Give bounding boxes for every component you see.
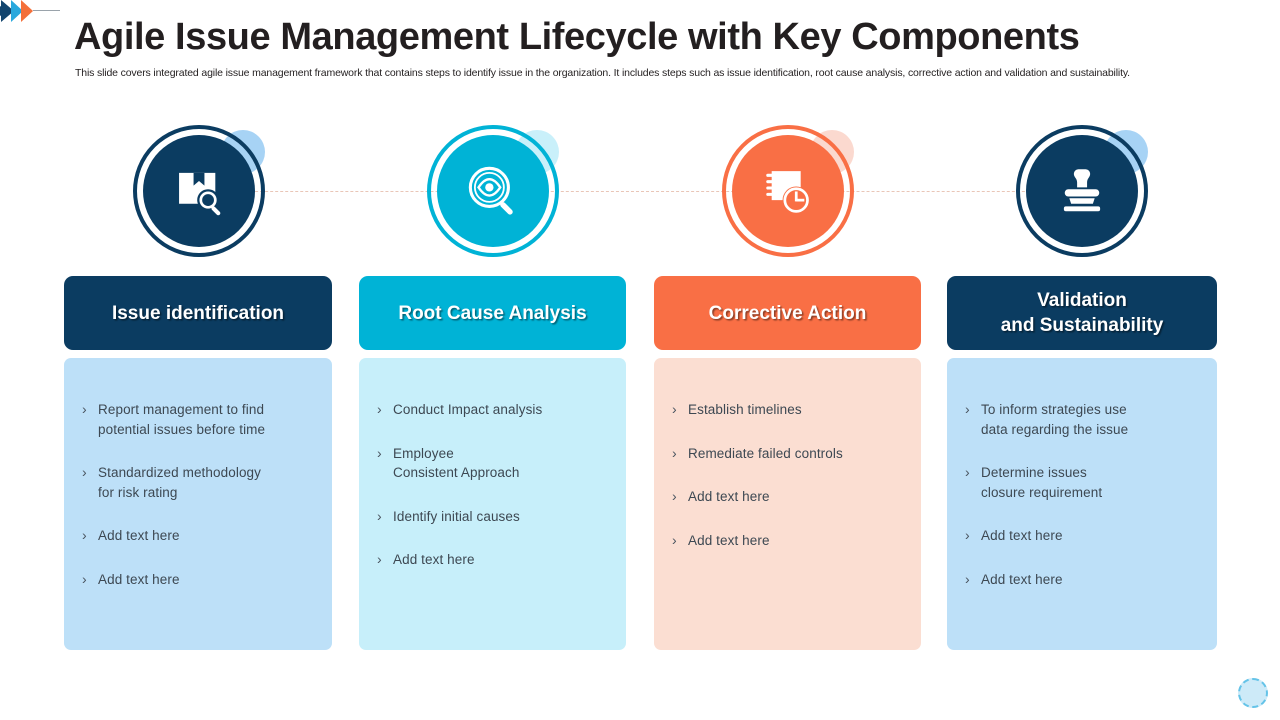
chevron-right-icon: › xyxy=(82,527,87,543)
badge-outer-ring xyxy=(427,125,559,257)
chevron-right-icon: › xyxy=(377,551,382,567)
chevron-right-icon: › xyxy=(672,488,677,504)
list-item-label: Add text here xyxy=(98,571,180,587)
list-item-label: Add text here xyxy=(981,528,1063,543)
corner-chevron-decoration xyxy=(0,0,60,22)
list-item-label: Remediate failed controls xyxy=(688,445,843,461)
chevron-right-icon: › xyxy=(377,401,382,417)
list-item[interactable]: › Establish timelines xyxy=(672,400,905,420)
rubber-stamp-icon xyxy=(1026,135,1138,247)
list-item-label: Establish timelines xyxy=(688,402,802,417)
page-title: Agile Issue Management Lifecycle with Ke… xyxy=(74,16,1080,58)
list-item[interactable]: › Add text here xyxy=(965,526,1201,546)
step-connector-line xyxy=(200,191,1085,192)
chevron-right-icon: › xyxy=(965,570,970,587)
step-header-corrective-action[interactable]: Corrective Action xyxy=(654,276,921,350)
step-icon-badge-corrective-action xyxy=(718,120,858,262)
list-item[interactable]: › Add text here xyxy=(82,570,316,590)
step-icon-badge-validation-and-sustainability xyxy=(1012,120,1152,262)
step-icon-badge-root-cause-analysis xyxy=(423,120,563,262)
list-item[interactable]: › Employee Consistent Approach xyxy=(377,444,610,483)
chevron-right-icon: › xyxy=(672,444,677,461)
chevron-right-icon: › xyxy=(82,570,87,587)
list-item-label: Add text here xyxy=(688,532,770,548)
chevron-right-icon: › xyxy=(377,507,382,524)
chevron-right-icon: › xyxy=(377,444,382,461)
step-header-label: Validation and Sustainability xyxy=(1000,290,1164,336)
list-item[interactable]: › Conduct Impact analysis xyxy=(377,400,610,420)
corner-rule xyxy=(33,10,60,11)
notebook-clock-icon xyxy=(732,135,844,247)
list-item[interactable]: › To inform strategies use data regarding… xyxy=(965,400,1201,439)
chevron-blue-icon xyxy=(11,0,23,22)
step-header-label: Issue identification xyxy=(111,302,285,324)
step-icon-badge-issue-identification xyxy=(129,120,269,262)
list-item[interactable]: › Add text here xyxy=(377,550,610,570)
chevron-right-icon: › xyxy=(82,401,87,417)
list-item-label: Conduct Impact analysis xyxy=(393,402,543,417)
step-body-validation-and-sustainability: › To inform strategies use data regarding… xyxy=(947,358,1217,650)
step-body-root-cause-analysis: › Conduct Impact analysis › Employee Consis… xyxy=(359,358,626,650)
list-item-label: Add text here xyxy=(688,489,770,504)
list-item[interactable]: › Report management to find potential iss… xyxy=(82,400,316,439)
list-item[interactable]: › Add text here xyxy=(965,570,1201,590)
list-item[interactable]: › Add text here xyxy=(672,487,905,507)
badge-outer-ring xyxy=(722,125,854,257)
list-item[interactable]: › Add text here xyxy=(672,531,905,551)
step-header-validation-and-sustainability[interactable]: Validation and Sustainability xyxy=(947,276,1217,350)
list-item-label: Add text here xyxy=(393,552,475,567)
chevron-orange-icon xyxy=(21,0,33,22)
badge-outer-ring xyxy=(133,125,265,257)
list-item-label: Standardized methodology for risk rating xyxy=(98,465,262,500)
chevron-right-icon: › xyxy=(965,401,970,417)
list-item[interactable]: › Determine issues closure requirement xyxy=(965,463,1201,502)
list-item[interactable]: › Standardized methodology for risk ratin… xyxy=(82,463,316,502)
list-item-label: Add text here xyxy=(981,571,1063,587)
package-search-icon xyxy=(143,135,255,247)
badge-outer-ring xyxy=(1016,125,1148,257)
step-body-corrective-action: › Establish timelines › Remediate failed co… xyxy=(654,358,921,650)
step-header-label: Root Cause Analysis xyxy=(398,302,587,324)
list-item[interactable]: › Add text here xyxy=(82,526,316,546)
step-header-label: Corrective Action xyxy=(708,302,867,324)
dashed-circle-decoration xyxy=(1238,678,1268,708)
chevron-right-icon: › xyxy=(672,531,677,548)
step-body-issue-identification: › Report management to find potential iss… xyxy=(64,358,332,650)
list-item-label: Determine issues closure requirement xyxy=(981,465,1103,500)
chevron-right-icon: › xyxy=(965,464,970,480)
chevron-navy-icon-2 xyxy=(1,0,14,22)
list-item-label: To inform strategies use data regarding … xyxy=(981,402,1129,437)
list-item[interactable]: › Identify initial causes xyxy=(377,507,610,527)
step-header-issue-identification[interactable]: Issue identification xyxy=(64,276,332,350)
list-item-label: Employee Consistent Approach xyxy=(393,445,520,481)
list-item-label: Add text here xyxy=(98,528,180,543)
chevron-right-icon: › xyxy=(82,464,87,480)
step-header-root-cause-analysis[interactable]: Root Cause Analysis xyxy=(359,276,626,350)
list-item-label: Identify initial causes xyxy=(393,508,520,524)
list-item[interactable]: › Remediate failed controls xyxy=(672,444,905,464)
chevron-right-icon: › xyxy=(672,401,677,417)
eye-magnifier-icon xyxy=(437,135,549,247)
page-subtitle: This slide covers integrated agile issue… xyxy=(75,67,1130,79)
chevron-right-icon: › xyxy=(965,527,970,543)
list-item-label: Report management to find potential issu… xyxy=(98,402,266,437)
